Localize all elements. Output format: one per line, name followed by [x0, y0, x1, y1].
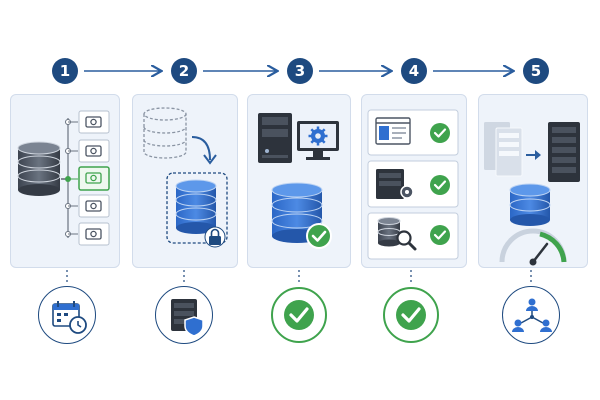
server-shield-circle [155, 286, 213, 344]
check-icon [430, 175, 450, 195]
database-icon [17, 141, 61, 196]
step-number-2: 2 [171, 58, 197, 84]
step-number-3: 3 [287, 58, 313, 84]
calendar-clock-icon [52, 301, 87, 334]
step-number-label: 1 [59, 62, 71, 80]
camera-icon [78, 194, 110, 218]
step-number-label: 5 [530, 62, 542, 80]
watermark-text: ai技王数据恢复实验室 [388, 361, 584, 383]
check-circle [270, 286, 328, 344]
server-rack-icon [484, 122, 523, 177]
camera-icon [78, 166, 110, 191]
camera-icon [78, 222, 110, 246]
step-number-1: 1 [52, 58, 78, 84]
check-icon [271, 287, 327, 343]
server-rack-icon [548, 122, 580, 182]
check-icon [306, 223, 332, 249]
step-number-label: 4 [408, 62, 420, 80]
browser-window-icon [375, 117, 411, 145]
lock-icon [204, 226, 226, 248]
camera-icon [78, 110, 110, 134]
check-icon [430, 225, 450, 245]
dashed-database-icon [143, 107, 187, 159]
server-icon [258, 113, 292, 163]
database-icon [175, 179, 217, 234]
step-number-4: 4 [401, 58, 427, 84]
check-icon [430, 123, 450, 143]
step-number-label: 3 [294, 62, 306, 80]
check-circle [382, 286, 440, 344]
database-search-icon [377, 217, 417, 251]
step-number-label: 2 [178, 62, 190, 80]
calendar-clock-circle [38, 286, 96, 344]
monitor-gear-icon [297, 121, 339, 160]
arrow-down-icon [191, 136, 211, 161]
server-gear-icon [376, 169, 414, 199]
network-users-circle [502, 286, 560, 344]
server-shield-icon [171, 299, 204, 337]
camera-icon [78, 139, 110, 163]
check-icon [383, 287, 439, 343]
gauge-icon [499, 228, 567, 266]
network-users-icon [512, 298, 552, 332]
database-icon [509, 183, 551, 226]
step-number-5: 5 [523, 58, 549, 84]
